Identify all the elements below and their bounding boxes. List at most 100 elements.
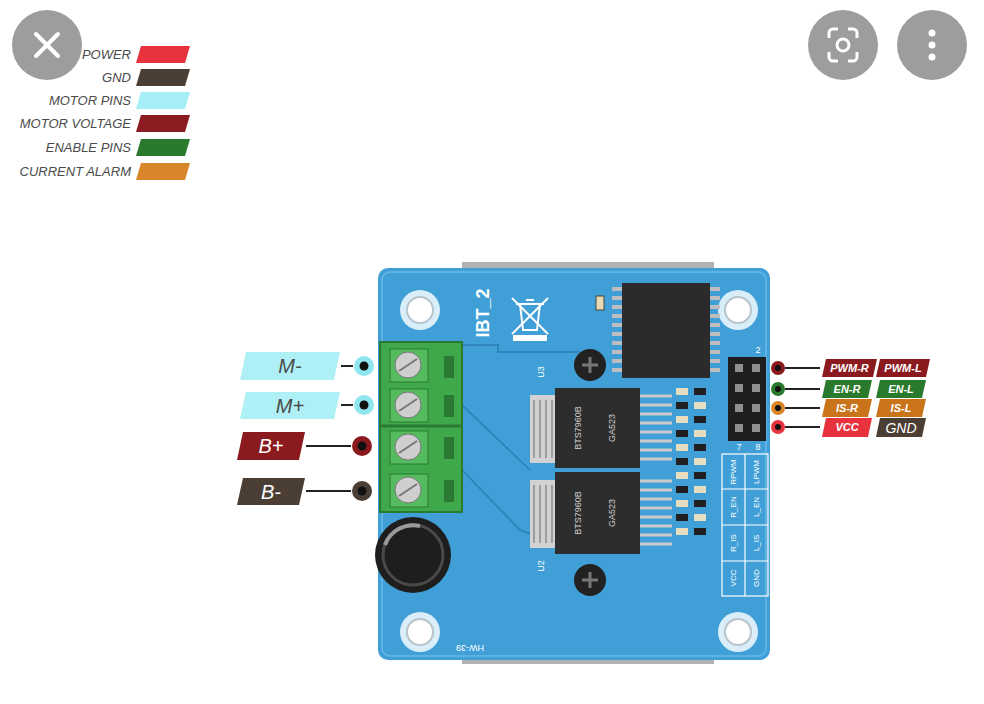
smd-resistor <box>676 444 688 451</box>
pin-name: M+ <box>276 396 304 416</box>
pin-label: IS-R <box>822 399 872 417</box>
viewer-buttons <box>12 10 82 80</box>
silkscreen-pin: R_IS <box>730 534 738 552</box>
label-fill <box>822 399 872 417</box>
pin-dot <box>771 382 785 396</box>
pin-dot <box>771 361 785 375</box>
driver-ic <box>622 283 710 378</box>
driver-ic <box>612 359 622 363</box>
terminal-block <box>444 437 454 459</box>
smd-resistor <box>676 514 688 521</box>
driver-ic <box>612 287 720 372</box>
leader-line <box>785 407 820 409</box>
driver-ic <box>710 350 720 354</box>
terminal-block <box>390 349 428 382</box>
swatch-shape <box>136 139 190 156</box>
capacitor <box>375 517 451 593</box>
silkscreen-pin: RPWM <box>730 459 738 484</box>
smd-resistor <box>676 416 688 423</box>
smd-resistor <box>694 472 706 479</box>
half-bridge-chip <box>640 481 672 544</box>
terminal-block <box>380 342 462 512</box>
pin-name: PWM-L <box>884 363 921 374</box>
half-bridge-chip <box>530 480 558 548</box>
pin-header <box>735 364 743 372</box>
silkscreen-pin: L_EN <box>753 497 761 517</box>
legend-swatch <box>136 46 190 63</box>
label-fill <box>822 418 872 437</box>
pin-header <box>752 424 760 432</box>
driver-ic <box>710 287 720 291</box>
half-bridge-chip <box>530 395 558 463</box>
pin-dot <box>358 487 367 496</box>
pin-label: B- <box>237 478 305 505</box>
pin-label: EN-R <box>822 380 872 398</box>
smd-resistor <box>676 430 688 437</box>
driver-ic <box>710 359 720 363</box>
label-fill <box>240 392 340 419</box>
terminal-block <box>380 342 462 512</box>
pin-dot <box>775 424 781 430</box>
driver-ic <box>596 283 720 378</box>
label-fill <box>876 380 926 398</box>
viewer-buttons <box>36 34 58 56</box>
terminal-block <box>395 352 421 378</box>
pin-label: M+ <box>240 392 340 419</box>
screw <box>582 572 598 588</box>
leader-line <box>785 426 820 428</box>
silkscreen-pin: LPWM <box>753 460 761 484</box>
pin-dot <box>354 356 374 376</box>
board-model: HW-39 <box>456 643 484 652</box>
smd-resistor <box>676 500 688 507</box>
terminal-block <box>444 480 454 502</box>
driver-ic <box>612 332 622 336</box>
terminal-block <box>399 484 417 496</box>
pin-dot <box>352 481 372 501</box>
mounting-hole <box>725 297 751 323</box>
viewer-buttons <box>808 10 878 80</box>
half-bridge-chip <box>640 396 672 459</box>
swatch-fill <box>136 46 190 63</box>
pin-header <box>735 424 743 432</box>
smd-resistor <box>694 388 706 395</box>
pin-name: M- <box>278 356 301 376</box>
leader-line <box>341 365 353 367</box>
capacitor <box>383 525 443 585</box>
pin-number: 2 <box>755 346 760 355</box>
silkscreen-pin: GND <box>753 569 761 587</box>
terminal-block <box>380 425 462 428</box>
pin-name: B+ <box>258 436 283 456</box>
leader-line <box>785 367 820 369</box>
smd-resistor <box>676 472 688 479</box>
pin-header <box>735 404 743 412</box>
pin-header <box>752 384 760 392</box>
pin-dot <box>352 356 785 501</box>
viewer-buttons <box>837 39 849 51</box>
half-bridge-chip <box>534 400 552 458</box>
driver-ic <box>596 296 604 310</box>
label-fill <box>876 399 926 417</box>
board-trace <box>462 345 580 352</box>
screw <box>582 357 598 373</box>
half-bridge-chip <box>530 388 672 554</box>
mounting-hole <box>407 297 433 323</box>
pin-dot <box>775 405 781 411</box>
board-name: IBT_2 <box>474 288 492 337</box>
terminal-block <box>395 392 421 418</box>
chip-marking: BTS7960B <box>574 491 583 535</box>
driver-ic <box>710 332 720 336</box>
terminal-block <box>399 399 417 411</box>
silkscreen-pin: VCC <box>730 570 738 587</box>
label-fill <box>876 418 926 437</box>
silkscreen-table <box>722 488 768 489</box>
driver-ic <box>710 296 720 300</box>
pin-dot <box>360 401 369 410</box>
pin-header <box>752 404 760 412</box>
pin-dot <box>771 420 785 434</box>
pin-number: 8 <box>755 443 760 452</box>
legend-swatch <box>136 92 190 109</box>
pin-name: PWM-R <box>830 363 869 374</box>
smd-resistor <box>676 486 688 493</box>
terminal-block <box>399 359 417 371</box>
terminal-block <box>390 474 428 507</box>
